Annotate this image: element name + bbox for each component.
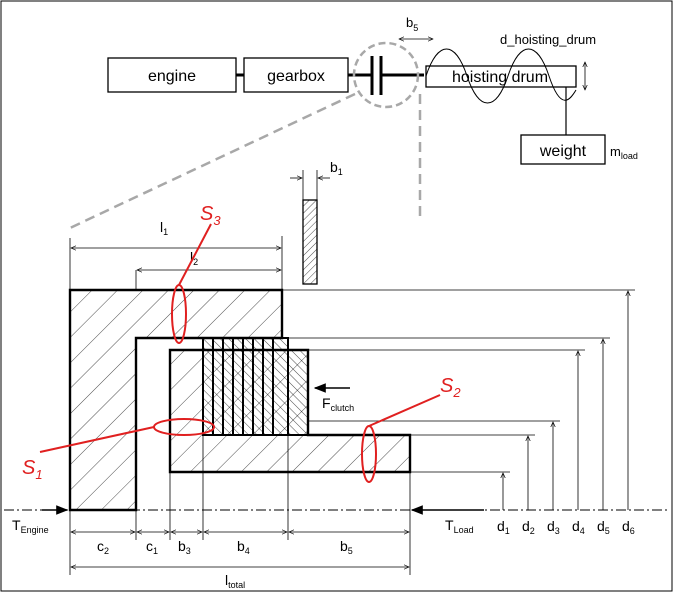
diameter-labels: d1 d2 d3 d4 d5 d6 <box>497 518 635 536</box>
disk-pack <box>202 337 289 436</box>
diameter-dims <box>503 291 628 510</box>
d4-label: d4 <box>572 518 585 536</box>
engine-label: engine <box>148 68 196 85</box>
s2-label: S2 <box>440 375 461 400</box>
s1-label: S1 <box>22 457 43 482</box>
s3-label: S3 <box>200 203 221 228</box>
s1-leader <box>39 426 155 453</box>
extension-lines <box>69 170 635 575</box>
d2-label: d2 <box>522 518 535 536</box>
l1-label: l1 <box>160 219 168 237</box>
rope-winding <box>425 48 577 104</box>
b4-label: b4 <box>237 538 250 556</box>
b3-label: b3 <box>178 538 191 556</box>
d5-label: d5 <box>597 518 610 536</box>
d1-label: d1 <box>497 518 510 536</box>
drum-diameter-label: d_hoisting_drum <box>500 32 596 47</box>
s3-leader <box>178 223 212 286</box>
l2-label: l2 <box>190 249 198 267</box>
section-markers: S3 S1 S2 <box>22 203 461 483</box>
tload-label: TLoad <box>445 517 474 535</box>
clutch-callout-circle <box>352 41 420 109</box>
d6-label: d6 <box>622 518 635 536</box>
disk-lines <box>212 338 274 435</box>
b1-plate <box>302 199 318 285</box>
hoisting-drum-label: hoisting drum <box>452 69 548 86</box>
hoisting-drum-box <box>425 65 577 88</box>
system-overview: engine gearbox b5 hoisting drum d_hoisti… <box>107 15 638 165</box>
d3-label: d3 <box>547 518 560 536</box>
c1-label: c1 <box>146 538 158 556</box>
callout-line-left <box>69 92 356 230</box>
fclutch-label: Fclutch <box>322 395 354 413</box>
b5-label: b5 <box>340 538 353 556</box>
c2-label: c2 <box>97 538 109 556</box>
mload-label: mload <box>610 144 638 161</box>
bottom-labels: c2 c1 b3 b4 b5 ltotal <box>97 538 353 590</box>
engine-box <box>107 57 237 93</box>
clutch-cross-section <box>68 199 412 512</box>
bottom-dims <box>71 532 409 567</box>
weight-box <box>520 134 606 165</box>
weight-label: weight <box>539 143 587 160</box>
ltotal-label: ltotal <box>225 572 245 590</box>
tengine-label: TEngine <box>12 517 49 535</box>
gearbox-label: gearbox <box>267 68 325 85</box>
b1-label: b1 <box>330 159 343 177</box>
s2-leader <box>368 394 441 427</box>
pressure-plate <box>287 349 309 436</box>
b5-top-label: b5 <box>406 15 418 33</box>
